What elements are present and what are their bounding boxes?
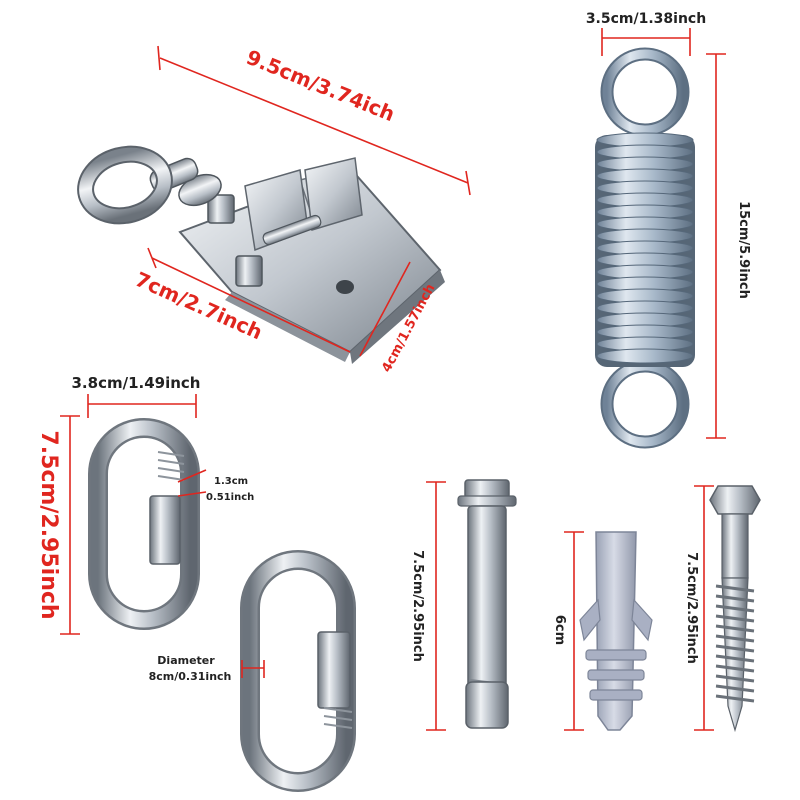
quick-link-icon bbox=[88, 418, 200, 630]
expansion-bolt-icon bbox=[457, 479, 517, 729]
spring-width-label: 3.5cm/1.38inch bbox=[586, 11, 706, 27]
swivel-hook-icon bbox=[77, 145, 445, 364]
quick-link-icon bbox=[240, 550, 356, 792]
anchor-length-label: 6cm bbox=[552, 615, 567, 645]
dimension-lines bbox=[60, 28, 726, 731]
bolt-length-label: 7.5cm/2.95inch bbox=[410, 550, 425, 662]
swivel-length-label: 9.5cm/3.74ich bbox=[243, 45, 398, 126]
spring-length-label: 15cm/5.9inch bbox=[736, 201, 751, 299]
gap-metric-label: 1.3cm bbox=[214, 476, 248, 487]
link-length-label: 7.5cm/2.95inch bbox=[36, 430, 61, 619]
link-width-label: 3.8cm/1.49inch bbox=[72, 374, 201, 392]
extension-spring-icon bbox=[595, 47, 695, 449]
wall-anchor-icon bbox=[579, 531, 653, 731]
lag-screw-icon bbox=[709, 485, 761, 733]
diameter-value-label: 8cm/0.31inch bbox=[149, 670, 232, 683]
diameter-title-label: Diameter bbox=[157, 654, 215, 667]
gap-imperial-label: 0.51inch bbox=[206, 492, 254, 503]
screw-length-label: 7.5cm/2.95inch bbox=[684, 552, 699, 664]
